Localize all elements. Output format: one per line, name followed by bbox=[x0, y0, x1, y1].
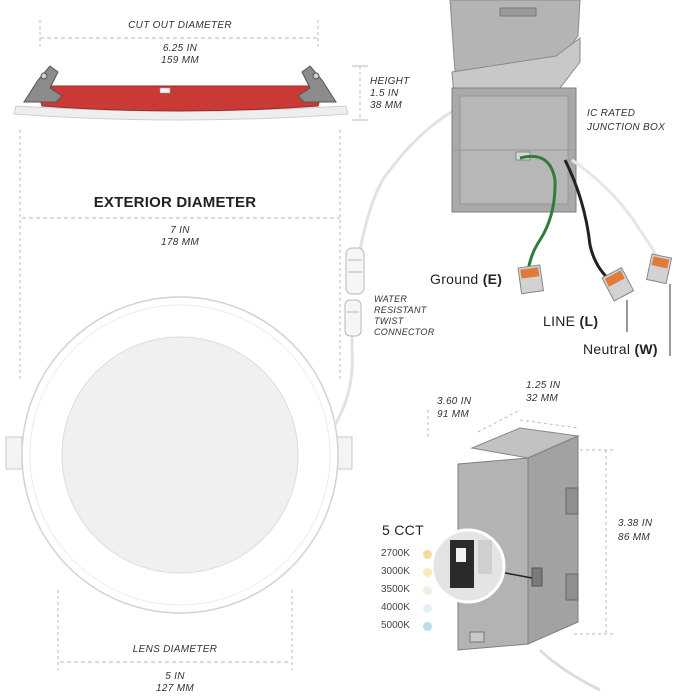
ground-code: (E) bbox=[482, 271, 503, 287]
box-dimension-lines bbox=[427, 409, 614, 635]
cct-option: 4000K bbox=[381, 602, 410, 613]
lens-inches: 5 IN bbox=[165, 671, 185, 682]
lens-mm: 127 MM bbox=[156, 683, 194, 694]
junction-box bbox=[449, 0, 581, 213]
line-wire-label: LINE (L) bbox=[543, 313, 599, 329]
cut-out-label: CUT OUT DIAMETER bbox=[128, 20, 232, 31]
ground-name: Ground bbox=[430, 271, 479, 287]
height-label: HEIGHT bbox=[370, 76, 410, 87]
wire-label-lines bbox=[626, 284, 671, 356]
cut-out-inches: 6.25 IN bbox=[162, 43, 198, 54]
lens-dimension-line bbox=[57, 590, 293, 670]
cct-option-label: 4000K bbox=[381, 602, 410, 613]
neutral-wire-label: Neutral (W) bbox=[583, 341, 658, 357]
height-mm: 38 MM bbox=[370, 100, 403, 111]
cut-out-mm: 159 MM bbox=[161, 55, 199, 66]
junction-box-label-1: IC RATED bbox=[587, 108, 636, 119]
height-dimension-line bbox=[352, 65, 368, 121]
twist-connector bbox=[344, 247, 365, 337]
cut-out-dimension-line bbox=[39, 20, 319, 50]
line-wire bbox=[563, 159, 613, 284]
ground-wire bbox=[519, 154, 557, 273]
connector-label-2: RESISTANT bbox=[374, 305, 427, 315]
neutral-wire bbox=[571, 158, 660, 259]
cct-option-label: 5000K bbox=[381, 620, 410, 631]
cct-title: 5 CCT bbox=[382, 522, 424, 538]
cct-option: 5000K bbox=[381, 620, 410, 631]
cct-color-dot bbox=[423, 604, 432, 613]
neutral-code: (W) bbox=[634, 341, 658, 357]
cct-option-label: 3000K bbox=[381, 566, 410, 577]
downlight-side-profile bbox=[13, 65, 349, 121]
connector-label-1: WATER bbox=[374, 294, 408, 304]
zoom-pointer bbox=[499, 571, 533, 579]
ground-wire-label: Ground (E) bbox=[430, 271, 503, 287]
box-width-mm: 91 MM bbox=[437, 409, 470, 420]
neutral-name: Neutral bbox=[583, 341, 631, 357]
junction-box-label-2: JUNCTION BOX bbox=[587, 122, 666, 133]
cct-color-dot bbox=[423, 586, 432, 595]
exterior-dimension-line bbox=[19, 130, 341, 380]
connector-label-3: TWIST bbox=[374, 316, 404, 326]
box-width-inches: 3.60 IN bbox=[437, 396, 472, 407]
cct-option: 2700K bbox=[381, 548, 410, 559]
wago-connectors bbox=[517, 253, 673, 302]
cct-color-dot bbox=[423, 622, 432, 631]
box-height-mm: 86 MM bbox=[618, 532, 651, 543]
exterior-inches: 7 IN bbox=[170, 225, 190, 236]
exterior-diameter-label: EXTERIOR DIAMETER bbox=[93, 194, 257, 211]
cct-switch-zoom bbox=[430, 528, 506, 604]
downlight-front bbox=[5, 296, 353, 614]
box-depth-mm: 32 MM bbox=[526, 393, 559, 404]
power-cable bbox=[333, 108, 456, 426]
cct-option-label: 2700K bbox=[381, 548, 410, 559]
height-inches: 1.5 IN bbox=[370, 88, 399, 99]
cct-option: 3500K bbox=[381, 584, 410, 595]
line-code: (L) bbox=[579, 313, 599, 329]
box-depth-inches: 1.25 IN bbox=[526, 380, 561, 391]
box-height-inches: 3.38 IN bbox=[618, 518, 653, 529]
cct-option-label: 3500K bbox=[381, 584, 410, 595]
lens-diameter-label: LENS DIAMETER bbox=[132, 644, 218, 655]
cct-option: 3000K bbox=[381, 566, 410, 577]
cct-color-dot bbox=[423, 568, 432, 577]
cct-color-dot bbox=[423, 550, 432, 559]
exterior-mm: 178 MM bbox=[161, 237, 199, 248]
connector-label-4: CONNECTOR bbox=[374, 327, 435, 337]
line-name: LINE bbox=[543, 313, 576, 329]
